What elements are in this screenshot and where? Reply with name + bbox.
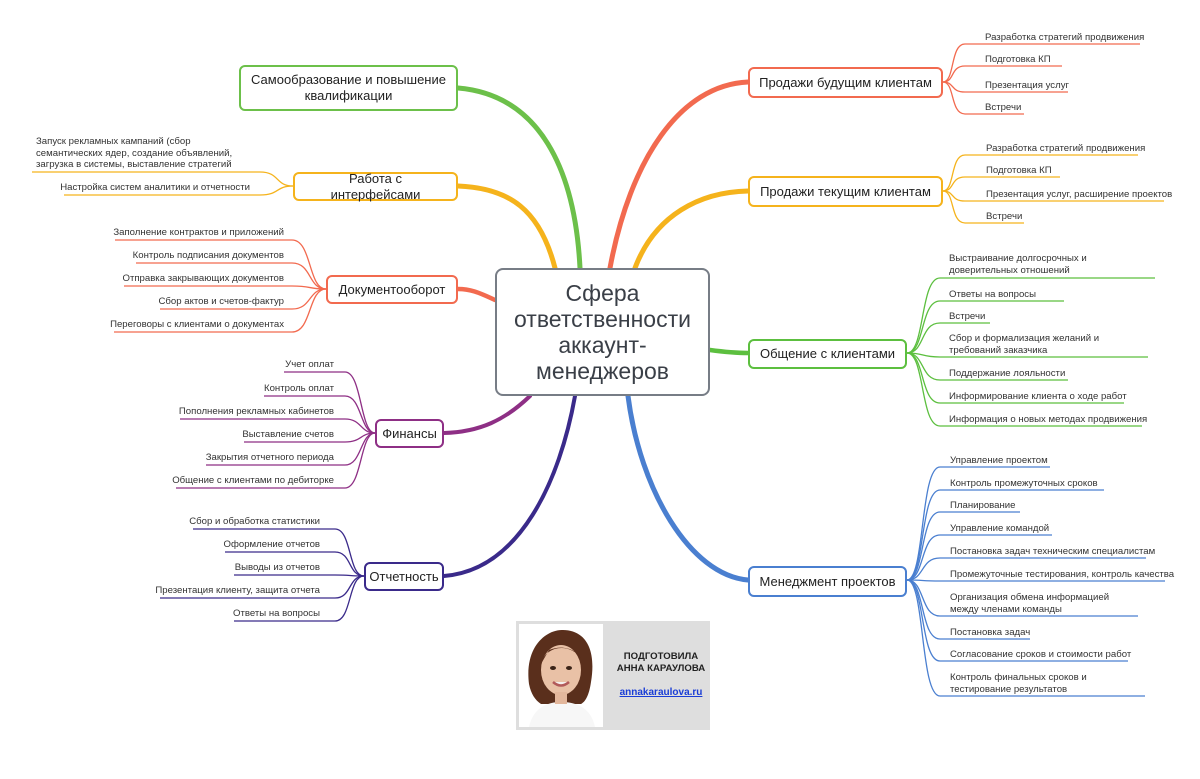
- leaf-communication-1[interactable]: Выстраивание долгосрочных и доверительны…: [949, 253, 1087, 276]
- author-link[interactable]: annakaraulova.ru: [619, 687, 703, 698]
- topic-reporting[interactable]: Отчетность: [364, 562, 444, 591]
- leaf-documents-5[interactable]: Переговоры с клиентами о документах: [110, 319, 284, 330]
- leaf-future-sales-3[interactable]: Презентация услуг: [985, 80, 1069, 91]
- leaf-project-mgmt-10[interactable]: Контроль финальных сроков и тестирование…: [950, 672, 1087, 695]
- leaf-future-sales-1[interactable]: Разработка стратегий продвижения: [985, 32, 1145, 43]
- leaf-communication-2[interactable]: Ответы на вопросы: [949, 289, 1036, 300]
- leaf-reporting-5[interactable]: Ответы на вопросы: [233, 608, 320, 619]
- leaf-finance-6[interactable]: Общение с клиентами по дебиторке: [172, 475, 334, 486]
- central-topic[interactable]: Сфера ответственности аккаунт-менеджеров: [495, 268, 710, 396]
- leaf-communication-7[interactable]: Информация о новых методах продвижения: [949, 414, 1148, 425]
- author-caption-line1: ПОДГОТОВИЛА: [623, 651, 699, 662]
- leaf-communication-6[interactable]: Информирование клиента о ходе работ: [949, 391, 1127, 402]
- leaf-project-mgmt-8[interactable]: Постановка задач: [950, 627, 1031, 638]
- topic-current-sales[interactable]: Продажи текущим клиентам: [748, 176, 943, 207]
- topic-interfaces[interactable]: Работа с интерфейсами: [293, 170, 458, 202]
- leaf-project-mgmt-9[interactable]: Согласование сроков и стоимости работ: [950, 649, 1132, 660]
- leaf-finance-2[interactable]: Контроль оплат: [264, 383, 334, 394]
- topic-documents-label: Документооборот: [338, 281, 446, 297]
- leaf-current-sales-1[interactable]: Разработка стратегий продвижения: [986, 143, 1146, 154]
- leaf-finance-1[interactable]: Учет оплат: [285, 359, 334, 370]
- leaf-documents-2[interactable]: Контроль подписания документов: [132, 250, 284, 261]
- topic-communication-label: Общение с клиентами: [759, 346, 896, 361]
- topic-self-education[interactable]: Самообразование и повышение квалификации: [239, 65, 458, 111]
- leaf-communication-5[interactable]: Поддержание лояльности: [949, 368, 1066, 379]
- leaf-project-mgmt-6[interactable]: Промежуточные тестирования, контроль кач…: [950, 569, 1175, 580]
- leaf-interfaces-2[interactable]: Настройка систем аналитики и отчетности: [60, 182, 250, 193]
- leaf-current-sales-3[interactable]: Презентация услуг, расширение проектов: [986, 189, 1173, 200]
- topic-communication[interactable]: Общение с клиентами: [748, 339, 907, 369]
- leaf-finance-3[interactable]: Пополнения рекламных кабинетов: [178, 406, 334, 417]
- author-caption: ПОДГОТОВИЛА АННА КАРАУЛОВА: [616, 651, 706, 675]
- leaf-communication-4[interactable]: Сбор и формализация желаний и требований…: [949, 333, 1100, 356]
- author-caption-line2: АННА КАРАУЛОВА: [616, 663, 706, 674]
- topic-reporting-label: Отчетность: [369, 568, 439, 584]
- leaf-current-sales-4[interactable]: Встречи: [986, 211, 1023, 222]
- topic-project-mgmt-label: Менеджмент проектов: [759, 573, 896, 589]
- topic-current-sales-label: Продажи текущим клиентам: [760, 183, 931, 199]
- leaf-reporting-1[interactable]: Сбор и обработка статистики: [189, 516, 320, 527]
- leaf-documents-3[interactable]: Отправка закрывающих документов: [122, 273, 284, 284]
- topic-finance[interactable]: Финансы: [375, 419, 444, 448]
- leaf-future-sales-4[interactable]: Встречи: [985, 102, 1022, 113]
- topic-self-education-label: Самообразование и повышение квалификации: [251, 72, 446, 103]
- central-topic-label: Сфера ответственности аккаунт-менеджеров: [514, 280, 691, 384]
- leaf-finance-4[interactable]: Выставление счетов: [242, 429, 334, 440]
- topic-finance-label: Финансы: [382, 425, 437, 441]
- leaf-future-sales-2[interactable]: Подготовка КП: [985, 54, 1051, 65]
- topic-future-sales-label: Продажи будущим клиентам: [759, 74, 932, 90]
- leaf-project-mgmt-2[interactable]: Контроль промежуточных сроков: [950, 478, 1098, 489]
- leaf-project-mgmt-4[interactable]: Управление командой: [950, 523, 1050, 534]
- author-photo: [519, 624, 603, 727]
- leaf-finance-5[interactable]: Закрытия отчетного периода: [205, 452, 334, 463]
- topic-project-mgmt[interactable]: Менеджмент проектов: [748, 566, 907, 597]
- leaf-reporting-4[interactable]: Презентация клиенту, защита отчета: [155, 585, 320, 596]
- leaf-current-sales-2[interactable]: Подготовка КП: [986, 165, 1052, 176]
- topic-future-sales[interactable]: Продажи будущим клиентам: [748, 67, 943, 98]
- leaf-documents-1[interactable]: Заполнение контрактов и приложений: [113, 227, 284, 238]
- leaf-reporting-3[interactable]: Выводы из отчетов: [234, 562, 320, 573]
- topic-documents[interactable]: Документооборот: [326, 275, 458, 304]
- leaf-reporting-2[interactable]: Оформление отчетов: [223, 539, 320, 550]
- topic-interfaces-label: Работа с интерфейсами: [330, 170, 421, 202]
- leaf-project-mgmt-3[interactable]: Планирование: [950, 500, 1016, 511]
- leaf-documents-4[interactable]: Сбор актов и счетов-фактур: [158, 296, 285, 307]
- leaf-project-mgmt-5[interactable]: Постановка задач техническим специалиста…: [950, 546, 1156, 557]
- leaf-communication-3[interactable]: Встречи: [949, 311, 986, 322]
- leaf-project-mgmt-7[interactable]: Организация обмена информацией между чле…: [950, 592, 1110, 615]
- leaf-interfaces-1[interactable]: Запуск рекламных кампаний (сбор семантич…: [36, 136, 233, 170]
- author-card: ПОДГОТОВИЛА АННА КАРАУЛОВА annakaraulova…: [516, 621, 710, 730]
- leaf-project-mgmt-1[interactable]: Управление проектом: [950, 455, 1048, 466]
